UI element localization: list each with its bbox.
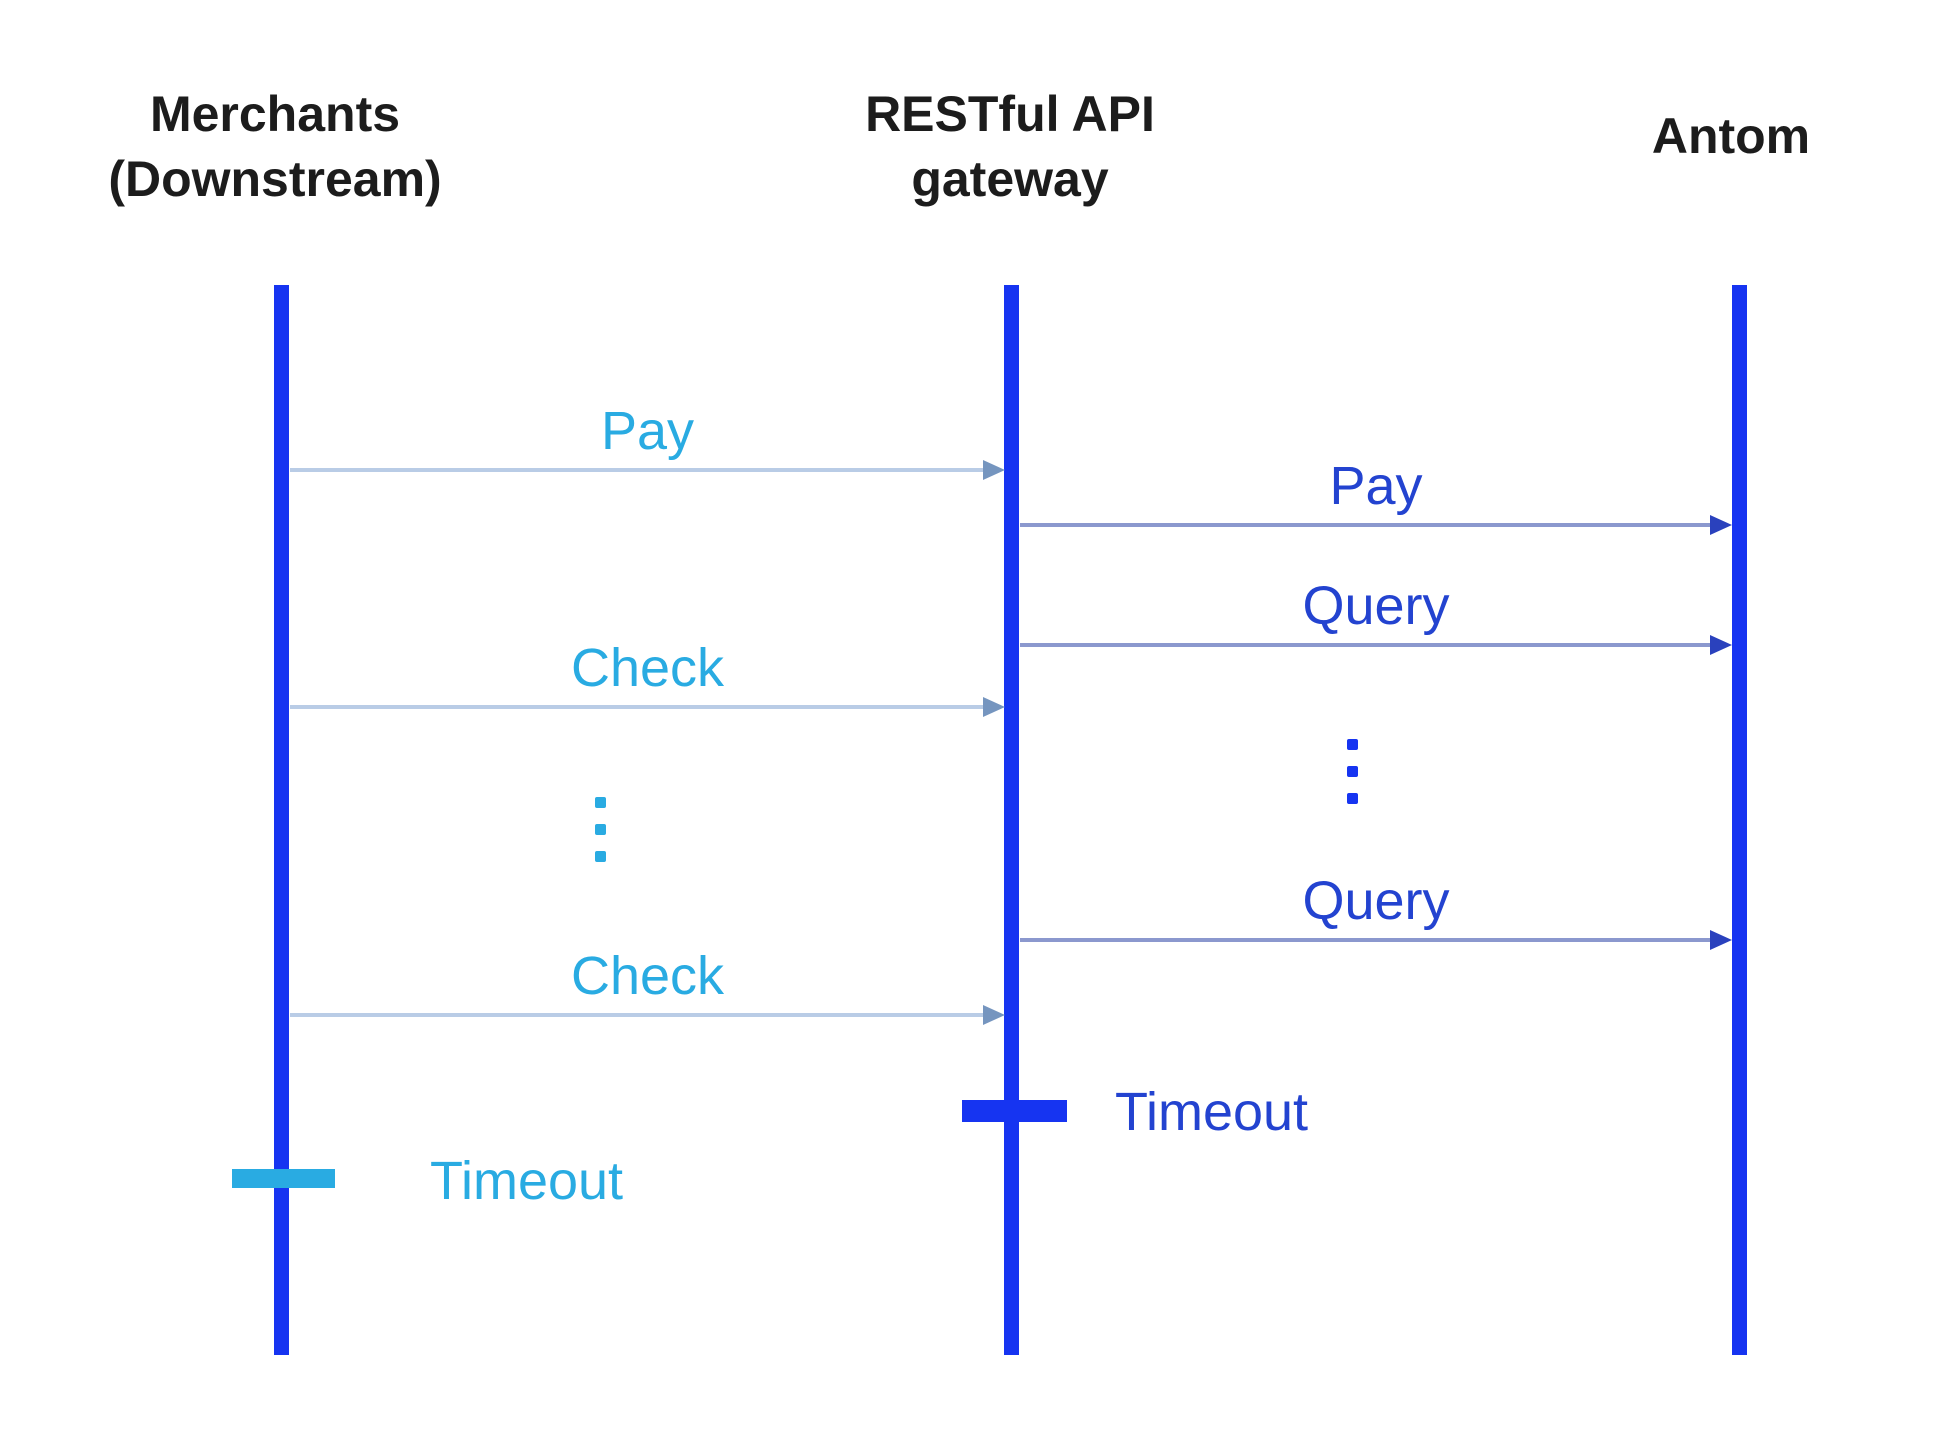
arrow-line <box>1020 938 1716 942</box>
arrow-head-icon <box>1710 515 1732 535</box>
arrow-head-icon <box>983 1005 1005 1025</box>
arrow-line <box>1020 523 1716 527</box>
ellipsis-dot <box>595 851 606 862</box>
message-label: Check <box>570 638 725 698</box>
message-label: Query <box>1302 871 1450 931</box>
timeout-label-gateway: Timeout <box>1115 1082 1309 1142</box>
timeout-marker-merchants <box>232 1169 335 1188</box>
arrow-line <box>290 1013 989 1017</box>
ellipsis-dot <box>1347 793 1358 804</box>
arrow-head-icon <box>983 697 1005 717</box>
ellipsis-dot <box>1347 766 1358 777</box>
ellipsis-merchants-gateway <box>595 797 606 878</box>
arrow-line <box>290 705 989 709</box>
actor-label-merchants: Merchants (Downstream) <box>108 86 442 207</box>
arrow-head-icon <box>1710 930 1732 950</box>
arrow-head-icon <box>983 460 1005 480</box>
timeout-label-merchants: Timeout <box>430 1151 624 1211</box>
message-label: Pay <box>1329 456 1423 516</box>
arrow-head-icon <box>1710 635 1732 655</box>
message-label: Query <box>1302 576 1450 636</box>
message-label: Check <box>570 946 725 1006</box>
ellipsis-dot <box>595 797 606 808</box>
ellipsis-gateway-antom <box>1347 739 1358 820</box>
actor-label-gateway: RESTful API gateway <box>865 86 1155 207</box>
message-label: Pay <box>600 401 695 461</box>
lifeline-gateway <box>1004 285 1019 1355</box>
arrow-line <box>290 468 989 472</box>
timeout-marker-gateway <box>962 1100 1067 1122</box>
lifeline-antom <box>1732 285 1747 1355</box>
ellipsis-dot <box>1347 739 1358 750</box>
lifeline-merchants <box>274 285 289 1355</box>
arrow-line <box>1020 643 1716 647</box>
ellipsis-dot <box>595 824 606 835</box>
actor-label-antom: Antom <box>1651 108 1811 164</box>
